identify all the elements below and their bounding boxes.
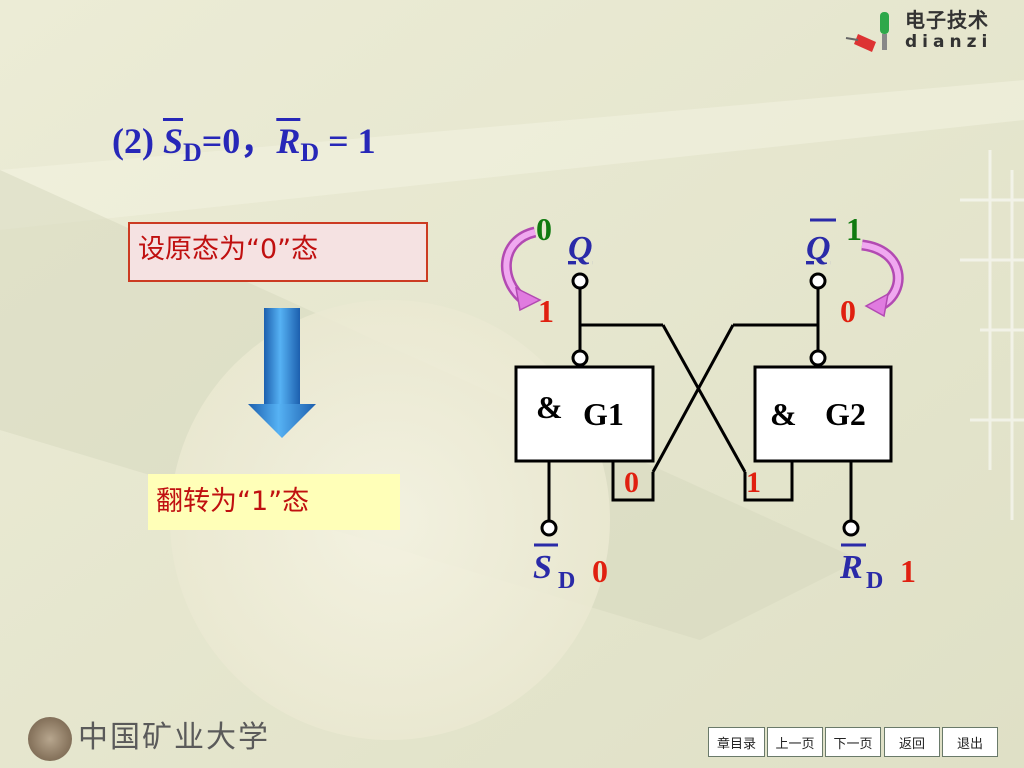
- q-new-value: 1: [538, 293, 554, 329]
- title-prefix: (2): [112, 121, 163, 161]
- title-sd-sub: D: [183, 138, 202, 167]
- g1-output-bubble: [571, 349, 589, 367]
- nav-chapter-button[interactable]: 章目录: [708, 727, 765, 757]
- nav-back-button[interactable]: 返回: [884, 727, 940, 757]
- page-title: (2) SD=0，RD = 1: [112, 112, 376, 168]
- rd-label: R: [839, 549, 863, 586]
- nav-exit-button[interactable]: 退出: [942, 727, 998, 757]
- gate-g1-box: [514, 365, 655, 463]
- sd-label: S: [533, 549, 552, 586]
- gate-g2-symbol: &: [770, 396, 797, 432]
- logo-en: dianzi: [905, 32, 993, 52]
- rd-terminal: [842, 519, 860, 537]
- qbar-old-value: 1: [846, 211, 862, 247]
- school-seal-icon: [28, 717, 72, 761]
- q-old-value: 0: [536, 211, 552, 247]
- title-rd-sub: D: [300, 138, 320, 167]
- q-label: Q: [568, 230, 593, 267]
- title-rd-value: = 1: [319, 121, 376, 161]
- logo-icon: [845, 12, 889, 52]
- down-arrow-icon: [248, 308, 316, 438]
- g2-feedback-value: 1: [746, 466, 761, 499]
- initial-state-box: [128, 222, 428, 282]
- gate-g2-name: G2: [825, 396, 866, 432]
- flip-box: [148, 474, 400, 530]
- nav-next-button[interactable]: 下一页: [825, 727, 881, 757]
- title-sd-value: =0，: [201, 121, 277, 161]
- q-terminal: [571, 272, 589, 290]
- rd-sub: D: [866, 568, 883, 594]
- nav-prev-button[interactable]: 上一页: [767, 727, 823, 757]
- g1-feedback-value: 0: [624, 466, 639, 499]
- q-transition-curve-icon: [500, 226, 542, 312]
- initial-state-text: 设原态为“0”态: [138, 234, 319, 265]
- gate-g1-name: G1: [583, 396, 624, 432]
- title-sd-letter: S: [162, 121, 184, 161]
- gate-g2-box: [753, 365, 893, 463]
- qbar-transition-curve-icon: [861, 239, 904, 318]
- school-logo: 中国矿业大学: [28, 712, 270, 761]
- gate-g1-symbol: &: [536, 389, 563, 425]
- sd-sub: D: [558, 568, 575, 594]
- sd-terminal: [540, 519, 558, 537]
- sd-value: 0: [592, 553, 608, 589]
- school-name: 中国矿业大学: [78, 720, 270, 755]
- logo-cn: 电子技术: [905, 8, 989, 32]
- title-rd-letter: R: [276, 121, 301, 161]
- qbar-new-value: 0: [840, 293, 856, 329]
- qbar-label: Q: [806, 230, 831, 267]
- qbar-terminal: [809, 272, 827, 290]
- brand-logo: 电子技术 dianzi: [905, 10, 992, 51]
- rd-value: 1: [900, 553, 916, 589]
- g2-output-bubble: [809, 349, 827, 367]
- flip-text: 翻转为“1”态: [156, 486, 310, 517]
